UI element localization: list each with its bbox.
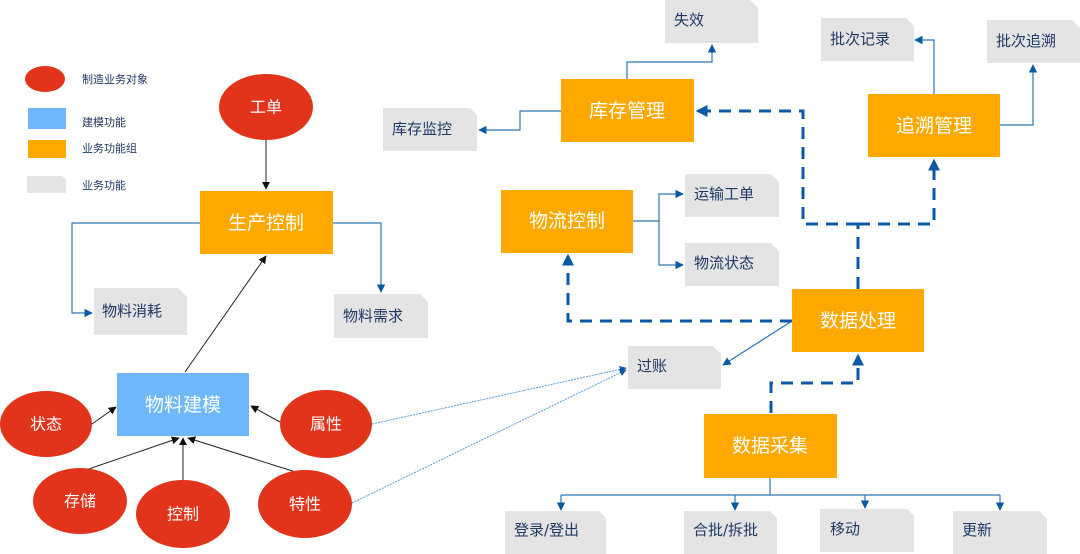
function-material-demand[interactable]: 物料需求 <box>334 294 428 338</box>
object-storage-label: 存储 <box>64 492 96 511</box>
function-invalidation[interactable]: 失效 <box>665 0 758 43</box>
edge-processing-to-inventory <box>695 105 858 226</box>
function-inventory-monitoring-label: 库存监控 <box>392 120 452 138</box>
object-work-order-label: 工单 <box>250 98 282 117</box>
group-data-processing[interactable]: 数据处理 <box>792 289 924 352</box>
edge-collection-to-processing <box>769 353 864 413</box>
edge-processing-to-trace <box>858 158 940 226</box>
group-trace-management[interactable]: 追溯管理 <box>868 94 1000 157</box>
group-inventory-management[interactable]: 库存管理 <box>561 79 694 142</box>
edge-inventory-to-monitoring <box>478 110 561 135</box>
function-update[interactable]: 更新 <box>953 511 1047 554</box>
function-material-consumption-label: 物料消耗 <box>102 302 162 320</box>
object-characteristic-label: 特性 <box>289 495 321 514</box>
function-batch-trace[interactable]: 批次追溯 <box>987 20 1080 63</box>
edge-inventory-to-invalidation <box>626 44 717 79</box>
edge-attribute-to-posting <box>371 365 627 425</box>
object-attribute[interactable]: 属性 <box>280 390 372 458</box>
edge-status-to-modeling <box>91 406 117 425</box>
function-update-label: 更新 <box>962 521 992 539</box>
business-functions: 物料消耗 物料需求 失效 库存监控 批次记录 批次追溯 运输工单 物流状态 <box>94 0 1080 554</box>
edge-characteristic-to-posting <box>351 369 627 504</box>
legend-item-function: 业务功能 <box>27 176 126 193</box>
legend-object-swatch <box>25 66 65 92</box>
function-batch-record-label: 批次记录 <box>830 30 890 48</box>
legend-object-label: 制造业务对象 <box>82 72 148 86</box>
edge-production-to-consumption <box>71 222 200 318</box>
group-trace-management-label: 追溯管理 <box>896 115 972 137</box>
edge-attribute-to-modeling <box>250 405 281 423</box>
legend-modeling-swatch <box>28 108 66 129</box>
object-status-label: 状态 <box>30 415 62 434</box>
edge-processing-to-logistics <box>562 253 792 323</box>
function-posting[interactable]: 过账 <box>628 346 721 389</box>
function-material-demand-label: 物料需求 <box>343 307 403 325</box>
function-logistics-status-label: 物流状态 <box>694 254 754 272</box>
function-posting-label: 过账 <box>637 357 667 375</box>
function-batch-trace-label: 批次追溯 <box>996 32 1056 50</box>
business-objects: 工单 状态 存储 控制 属性 特性 <box>0 74 372 548</box>
function-logistics-status[interactable]: 物流状态 <box>685 243 779 286</box>
group-data-collection-label: 数据采集 <box>732 435 808 457</box>
function-invalidation-label: 失效 <box>674 11 704 29</box>
function-inventory-monitoring[interactable]: 库存监控 <box>383 108 477 151</box>
edge-trace-to-batchtrace <box>1000 64 1038 126</box>
function-material-consumption[interactable]: 物料消耗 <box>94 288 187 335</box>
group-inventory-management-label: 库存管理 <box>589 100 665 122</box>
function-merge-split[interactable]: 合批/拆批 <box>684 511 777 554</box>
function-login-logout-label: 登录/登出 <box>514 521 579 539</box>
legend-group-swatch <box>28 140 66 158</box>
group-logistics-control-label: 物流控制 <box>529 210 605 232</box>
edge-logistics-to-transport <box>633 189 684 222</box>
edge-processing-to-posting <box>722 320 793 366</box>
edge-storage-to-modeling <box>79 436 180 473</box>
function-batch-record[interactable]: 批次记录 <box>821 18 914 61</box>
group-production-control-label: 生产控制 <box>228 212 304 234</box>
group-data-processing-label: 数据处理 <box>820 310 896 332</box>
edge-production-to-demand <box>333 222 386 293</box>
function-transport-order-label: 运输工单 <box>694 185 754 203</box>
object-control-label: 控制 <box>167 505 199 524</box>
object-storage[interactable]: 存储 <box>33 468 127 534</box>
function-login-logout[interactable]: 登录/登出 <box>505 511 606 554</box>
group-data-collection[interactable]: 数据采集 <box>704 414 837 478</box>
legend-item-modeling: 建模功能 <box>28 108 126 129</box>
legend-function-label: 业务功能 <box>82 178 126 192</box>
legend-item-group: 业务功能组 <box>28 140 137 158</box>
connectors <box>71 35 1038 511</box>
group-production-control[interactable]: 生产控制 <box>200 191 333 254</box>
edge-logistics-to-status <box>658 221 684 270</box>
object-control[interactable]: 控制 <box>136 480 230 548</box>
edge-characteristic-to-modeling <box>187 436 306 476</box>
legend-item-object: 制造业务对象 <box>25 66 148 92</box>
modeling-material[interactable]: 物料建模 <box>117 373 249 436</box>
legend-modeling-label: 建模功能 <box>82 115 126 129</box>
legend: 制造业务对象 建模功能 业务功能组 业务功能 <box>25 66 148 193</box>
object-characteristic[interactable]: 特性 <box>258 470 352 538</box>
function-groups: 生产控制 库存管理 追溯管理 物流控制 数据处理 数据采集 <box>200 79 1000 478</box>
function-move[interactable]: 移动 <box>820 509 914 552</box>
function-merge-split-label: 合批/拆批 <box>693 521 758 539</box>
edge-trace-to-batchrecord <box>914 35 935 94</box>
modeling-material-label: 物料建模 <box>145 394 221 416</box>
object-status[interactable]: 状态 <box>0 391 92 457</box>
function-transport-order[interactable]: 运输工单 <box>685 174 779 217</box>
legend-group-label: 业务功能组 <box>82 141 137 155</box>
group-logistics-control[interactable]: 物流控制 <box>501 190 633 253</box>
function-move-label: 移动 <box>830 520 860 538</box>
object-work-order[interactable]: 工单 <box>219 74 313 140</box>
edge-modeling-to-production <box>184 255 267 373</box>
legend-function-swatch <box>27 176 66 193</box>
object-attribute-label: 属性 <box>310 415 342 434</box>
